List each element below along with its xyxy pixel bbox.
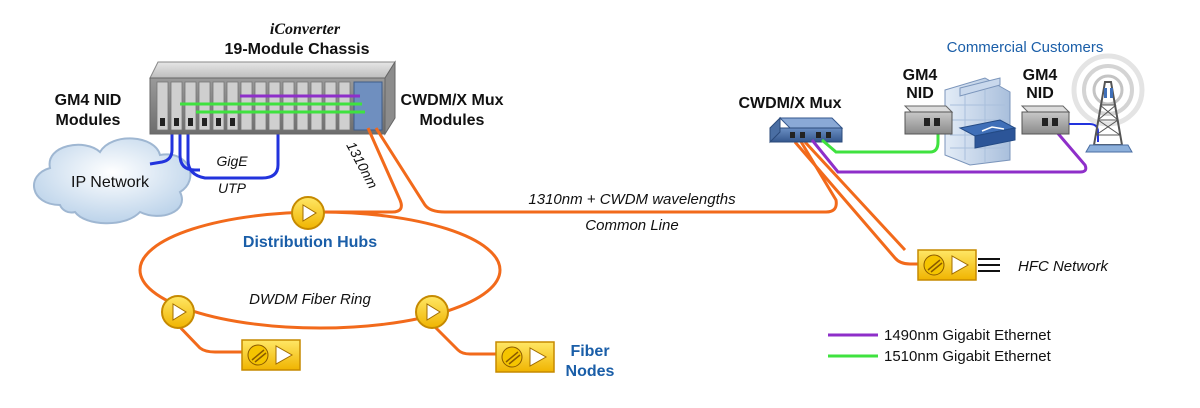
chassis-brand: iConverter	[270, 21, 341, 38]
fiber-node-left	[241, 339, 301, 371]
cell-tower-icon	[1071, 53, 1145, 153]
utp-label: UTP	[218, 180, 247, 196]
chassis-title: 19-Module Chassis	[225, 41, 370, 58]
common-line-label-1: 1310nm + CWDM wavelengths	[528, 191, 736, 208]
fiber-node-right	[495, 341, 555, 373]
commercial-customers-label: Commercial Customers	[947, 39, 1104, 56]
chassis-mux-modules	[353, 81, 383, 131]
gm4-nid-modules-label-2: Modules	[56, 112, 121, 129]
fiber-nodes-label-1: Fiber	[570, 343, 609, 360]
gm4-nid-a-label-1: GM4	[903, 67, 938, 84]
remote-cwdm-mux	[769, 116, 844, 144]
ip-network-label: IP Network	[71, 174, 150, 191]
chassis-module-slots	[156, 81, 351, 131]
legend-label-1490: 1490nm Gigabit Ethernet	[884, 327, 1052, 344]
distribution-hub-right	[415, 295, 449, 329]
gige-label: GigE	[216, 153, 248, 169]
utp-cables	[149, 120, 280, 180]
gm4-nid-modules-label-1: GM4 NID	[55, 92, 122, 109]
building-icon	[944, 77, 1017, 166]
fiber-nodes-label-2: Nodes	[566, 363, 615, 380]
gm4-nid-b	[1020, 105, 1071, 135]
cwdm-mux-modules-label-1: CWDM/X Mux	[400, 92, 503, 109]
gm4-nid-b-label-2: NID	[1026, 85, 1054, 102]
fiber-lines	[138, 127, 918, 356]
distribution-hubs-label: Distribution Hubs	[243, 234, 377, 251]
gm4-nid-a	[903, 105, 954, 135]
iconverter-chassis	[149, 60, 396, 136]
dwdm-ring-label: DWDM Fiber Ring	[249, 291, 371, 308]
distribution-hub-top	[291, 196, 325, 230]
hfc-network-label: HFC Network	[1018, 258, 1110, 275]
cwdm-mux-modules-label-2: Modules	[420, 112, 485, 129]
legend-label-1510: 1510nm Gigabit Ethernet	[884, 348, 1052, 365]
gm4-nid-b-label-1: GM4	[1023, 67, 1058, 84]
distribution-hub-left	[161, 295, 195, 329]
hfc-node	[917, 249, 1000, 281]
common-line-label-2: Common Line	[585, 217, 678, 234]
ip-network-cloud: IP Network	[33, 137, 192, 225]
remote-mux-label: CWDM/X Mux	[738, 95, 841, 112]
legend: 1490nm Gigabit Ethernet 1510nm Gigabit E…	[828, 327, 1052, 365]
gm4-nid-a-label-2: NID	[906, 85, 934, 102]
